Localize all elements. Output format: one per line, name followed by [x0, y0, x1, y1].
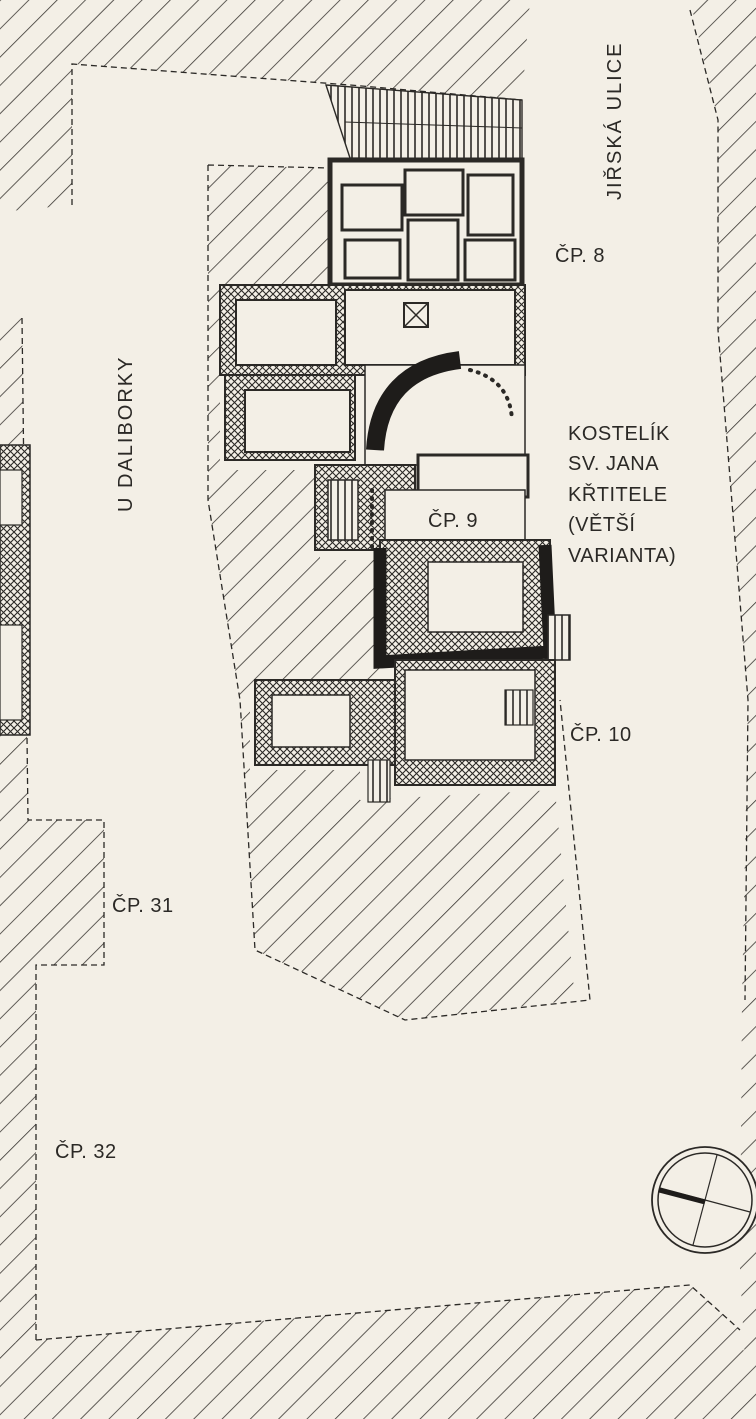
church-nave	[373, 539, 571, 669]
hatched-block-left	[0, 317, 105, 1345]
church-label-line4: (VĚTŠÍ	[568, 513, 635, 536]
building-cp10	[254, 659, 556, 803]
parcel-label-cp9: ČP. 9	[428, 509, 478, 532]
hatched-block-right	[689, 0, 756, 1419]
building-west-wing	[224, 374, 356, 461]
church-label: KOSTELÍK SV. JANA KŘTITELE (VĚTŠÍ VARIAN…	[568, 422, 676, 567]
church-label-line3: KŘTITELE	[568, 483, 668, 506]
compass-rose-icon	[651, 1146, 756, 1254]
parcel-label-cp8: ČP. 8	[555, 244, 605, 267]
daliborky-street-label: U DALIBORKY	[115, 356, 137, 512]
hatched-block-bottom	[0, 1284, 756, 1419]
parcel-label-cp32: ČP. 32	[55, 1140, 117, 1163]
church-label-line2: SV. JANA	[568, 453, 659, 475]
church-label-line5: VARIANTA)	[568, 545, 676, 567]
building-cp9	[314, 464, 526, 551]
jirska-street-label: JIŘSKÁ ULICE	[603, 42, 626, 200]
building-north-wing	[219, 284, 526, 376]
church-label-line1: KOSTELÍK	[568, 422, 670, 445]
hatched-block-top	[0, 0, 530, 212]
hatched-block-center	[207, 164, 591, 1021]
parcel-label-cp10: ČP. 10	[570, 723, 632, 746]
parcel-label-cp31: ČP. 31	[112, 894, 174, 917]
building-cp8	[327, 157, 525, 288]
building-fragment-left	[0, 444, 31, 736]
